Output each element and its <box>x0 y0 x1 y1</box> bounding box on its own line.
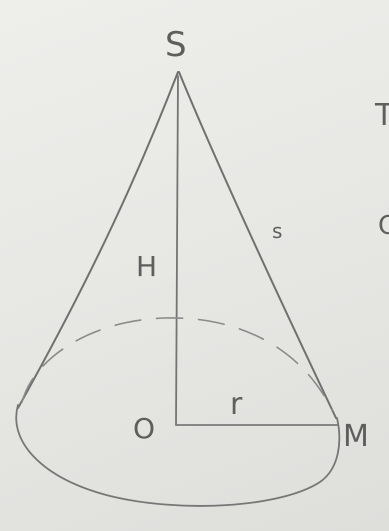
slant-label: s <box>272 219 282 243</box>
center-label: O <box>133 412 155 445</box>
edge-fragment-lower: C <box>378 211 389 241</box>
apex-label: S <box>165 25 187 65</box>
slant-edge-left <box>17 71 179 409</box>
height-label: H <box>136 250 157 283</box>
edge-fragment-top: T <box>374 98 389 133</box>
base-ellipse-back-dashed <box>21 317 333 411</box>
height-line <box>175 75 179 426</box>
slant-edge-right <box>178 71 337 419</box>
base-ellipse-front <box>15 404 341 507</box>
rim-point-label: M <box>343 419 369 454</box>
radius-label: r <box>230 387 243 422</box>
